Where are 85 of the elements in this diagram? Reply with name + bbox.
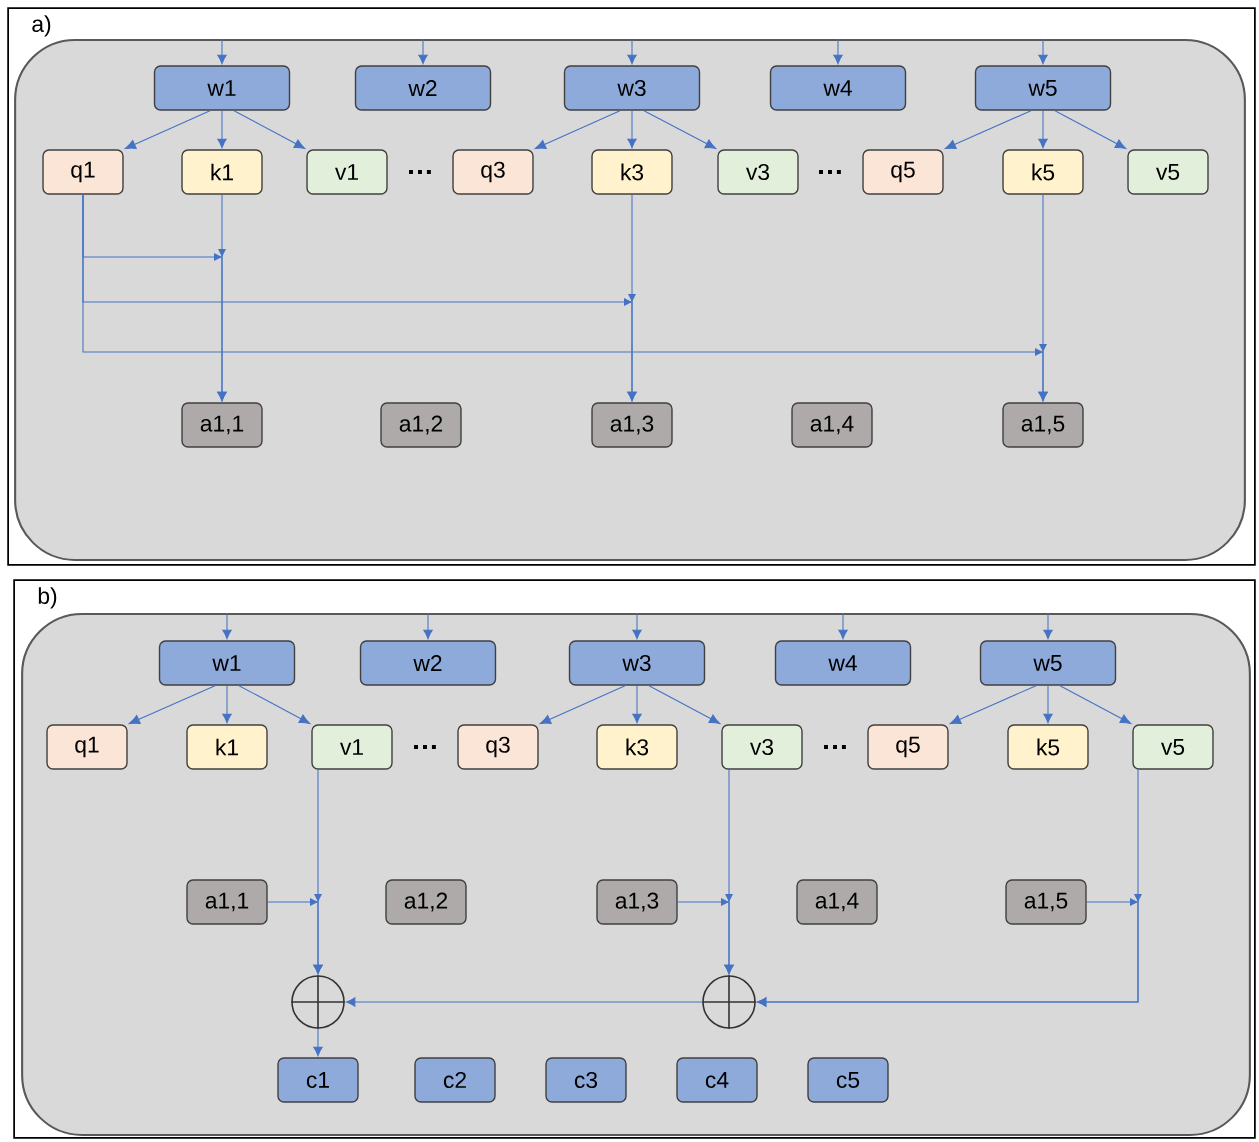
score-box: a1,3 xyxy=(591,402,673,448)
arrow xyxy=(648,685,721,724)
arrow xyxy=(627,194,637,402)
plus-circle xyxy=(701,974,757,1030)
arrow xyxy=(345,997,703,1007)
weight-box: w4 xyxy=(774,640,912,686)
weight-box: w3 xyxy=(568,640,706,686)
arrow xyxy=(1043,685,1053,724)
arrow xyxy=(418,38,428,65)
arrow xyxy=(128,685,216,725)
arrow xyxy=(944,110,1032,150)
ellipsis: … xyxy=(414,744,436,750)
arrow xyxy=(233,110,306,149)
output-box: c5 xyxy=(807,1057,889,1103)
arrow xyxy=(217,38,227,65)
query-box: q1 xyxy=(42,149,124,195)
arrow xyxy=(632,685,642,724)
score-box: a1,4 xyxy=(796,879,878,925)
weight-box: w1 xyxy=(153,65,291,111)
weight-box: w2 xyxy=(359,640,497,686)
arrow xyxy=(217,194,227,402)
arrow xyxy=(677,898,734,975)
query-box: q5 xyxy=(862,149,944,195)
arrow xyxy=(949,685,1037,725)
ellipsis: … xyxy=(409,169,431,175)
arrow xyxy=(238,685,311,724)
output-box: c2 xyxy=(414,1057,496,1103)
query-box: q5 xyxy=(867,724,949,770)
arrow xyxy=(1043,612,1053,640)
output-box: c1 xyxy=(277,1057,359,1103)
query-box: q3 xyxy=(457,724,539,770)
query-box: q1 xyxy=(46,724,128,770)
arrow xyxy=(1038,38,1048,65)
arrow xyxy=(627,38,637,65)
value-box: v3 xyxy=(717,149,799,195)
value-box: v1 xyxy=(311,724,393,770)
arrow xyxy=(217,110,227,149)
value-box: v5 xyxy=(1127,149,1209,195)
arrow xyxy=(643,110,717,149)
arrow xyxy=(534,110,621,150)
ellipsis: … xyxy=(819,169,841,175)
arrow xyxy=(124,110,211,150)
key-box: k3 xyxy=(596,724,678,770)
value-box: v3 xyxy=(721,724,803,770)
ellipsis: … xyxy=(824,744,846,750)
key-box: k5 xyxy=(1007,724,1089,770)
arrow xyxy=(756,898,1139,1007)
output-box: c4 xyxy=(676,1057,758,1103)
score-box: a1,2 xyxy=(380,402,462,448)
arrow xyxy=(267,898,323,975)
score-box: a1,1 xyxy=(186,879,268,925)
weight-box: w1 xyxy=(158,640,296,686)
score-box: a1,3 xyxy=(596,879,678,925)
query-box: q3 xyxy=(452,149,534,195)
arrow xyxy=(313,1028,323,1057)
arrow xyxy=(1038,110,1048,149)
key-box: k3 xyxy=(591,149,673,195)
weight-box: w5 xyxy=(979,640,1117,686)
score-box: a1,1 xyxy=(181,402,263,448)
score-box: a1,2 xyxy=(385,879,467,925)
score-box: a1,4 xyxy=(791,402,873,448)
weight-box: w4 xyxy=(769,65,907,111)
plus-circle xyxy=(290,974,346,1030)
arrow xyxy=(627,110,637,149)
value-box: v1 xyxy=(306,149,388,195)
weight-box: w2 xyxy=(354,65,492,111)
arrow xyxy=(222,685,232,724)
arrow xyxy=(222,612,232,640)
arrow xyxy=(1054,110,1127,149)
arrow xyxy=(539,685,626,725)
arrow xyxy=(423,612,433,640)
arrow xyxy=(833,38,843,65)
value-box: v5 xyxy=(1132,724,1214,770)
key-box: k1 xyxy=(181,149,263,195)
weight-box: w3 xyxy=(563,65,701,111)
weight-box: w5 xyxy=(974,65,1112,111)
arrow xyxy=(1059,685,1132,724)
key-box: k1 xyxy=(186,724,268,770)
arrow xyxy=(838,612,848,640)
score-box: a1,5 xyxy=(1002,402,1084,448)
score-box: a1,5 xyxy=(1005,879,1087,925)
arrow xyxy=(1038,194,1048,402)
arrow xyxy=(632,612,642,640)
output-box: c3 xyxy=(545,1057,627,1103)
key-box: k5 xyxy=(1002,149,1084,195)
